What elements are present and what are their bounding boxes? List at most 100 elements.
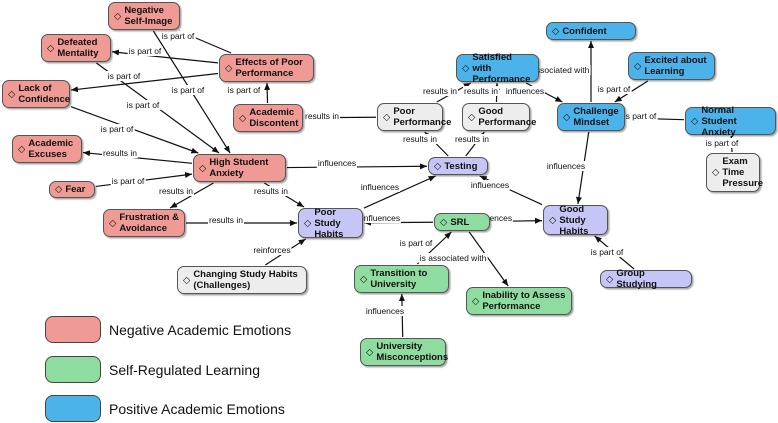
- node-label: Changing Study Habits (Challenges): [193, 269, 298, 291]
- node-label: Inability to Assess Performance: [482, 290, 566, 312]
- node-defeated-mentality[interactable]: ◇Defeated Mentality: [41, 34, 111, 62]
- edge-label-is-part-of: is part of: [704, 138, 740, 148]
- node-testing[interactable]: ◇Testing: [428, 157, 488, 175]
- edge-label-results-in: results in: [462, 86, 500, 96]
- edge-label-results-in: results in: [421, 86, 459, 96]
- diamond-icon: ◇: [239, 112, 247, 124]
- node-high-student-anxiety[interactable]: ◇High Student Anxiety: [193, 154, 286, 182]
- node-label: Academic Discontent: [249, 107, 299, 129]
- legend-label-negative: Negative Academic Emotions: [109, 322, 292, 338]
- edge-label-influences: influences: [316, 158, 358, 168]
- node-label: Confident: [562, 25, 607, 37]
- node-label: Effects of Poor Performance: [235, 57, 303, 79]
- node-label: Poor Performance: [393, 106, 452, 128]
- edge-label-is-associated-with: is associated with: [418, 253, 488, 263]
- edge-label-is-part-of: is part of: [127, 46, 163, 56]
- diamond-icon: ◇: [462, 62, 470, 74]
- diamond-icon: ◇: [199, 162, 207, 174]
- edge-label-influences: influences: [364, 306, 406, 316]
- edge-academic_discontent-to-effects_poor_performance: [264, 82, 271, 104]
- node-academic-excuses[interactable]: ◇Academic Excuses: [12, 135, 82, 163]
- node-challenge-mindset[interactable]: ◇Challenge Mindset: [557, 103, 625, 131]
- diamond-icon: ◇: [472, 295, 480, 307]
- diamond-icon: ◇: [712, 167, 720, 178]
- node-poor-study-habits[interactable]: ◇Poor Study Habits: [298, 206, 363, 240]
- diamond-icon: ◇: [18, 143, 26, 155]
- node-confident[interactable]: ◇Confident: [546, 22, 636, 40]
- node-srl[interactable]: ◇SRL: [434, 213, 490, 231]
- diamond-icon: ◇: [434, 160, 442, 172]
- edge-label-results-in: results in: [207, 215, 245, 225]
- node-frustration-avoidance[interactable]: ◇Frustration & Avoidance: [103, 209, 185, 237]
- edge-poor_study_habits-to-testing: [363, 175, 436, 209]
- node-label: Transition to University: [370, 268, 428, 290]
- legend-swatch-negative: [45, 316, 101, 343]
- edge-srl-to-inability_assess: [468, 231, 509, 287]
- diamond-icon: ◇: [366, 346, 374, 358]
- diamond-icon: ◇: [549, 214, 557, 226]
- edge-label-is-part-of: is part of: [398, 238, 434, 248]
- node-label: Normal Student Anxiety: [701, 104, 737, 138]
- node-label: Excited about Learning: [644, 55, 707, 77]
- edge-label-results-in: results in: [401, 134, 439, 144]
- edge-lack_of_confidence-to-high_student_anxiety: [70, 106, 199, 154]
- node-effects-poor-performance[interactable]: ◇Effects of Poor Performance: [219, 54, 314, 82]
- edge-label-is-part-of: is part of: [106, 71, 142, 81]
- edge-label-results-in: results in: [303, 111, 341, 121]
- node-normal-student-anxiety[interactable]: ◇Normal Student Anxiety: [685, 104, 776, 138]
- node-exam-time-pressure[interactable]: ◇Exam Time Pressure: [706, 153, 763, 192]
- node-group-studying[interactable]: ◇Group Studying: [600, 268, 692, 290]
- edge-label-is-part-of: is part of: [170, 85, 206, 95]
- node-changing-study-habits[interactable]: ◇Changing Study Habits (Challenges): [177, 266, 307, 294]
- node-inability-assess[interactable]: ◇Inability to Assess Performance: [466, 287, 572, 315]
- node-university-misconceptions[interactable]: ◇University Misconceptions: [360, 338, 449, 366]
- diamond-icon: ◇: [606, 273, 614, 285]
- diamond-icon: ◇: [109, 217, 117, 229]
- diamond-icon: ◇: [440, 216, 448, 228]
- legend-swatch-srl: [45, 356, 101, 383]
- diamond-icon: ◇: [55, 184, 63, 195]
- node-label: University Misconceptions: [376, 341, 449, 363]
- node-good-study-habits[interactable]: ◇Good Study Habits: [543, 204, 608, 237]
- node-fear[interactable]: ◇Fear: [49, 181, 95, 198]
- node-transition-university[interactable]: ◇Transition to University: [354, 265, 449, 293]
- diamond-icon: ◇: [552, 25, 560, 37]
- legend-swatch-positive: [45, 395, 101, 422]
- node-label: Defeated Mentality: [57, 37, 99, 59]
- node-label: High Student Anxiety: [209, 157, 269, 179]
- diamond-icon: ◇: [47, 42, 55, 54]
- node-negative-self-image[interactable]: ◇Negative Self-Image: [108, 2, 180, 30]
- edge-label-is-part-of: is part of: [596, 84, 632, 94]
- legend-label-srl: Self-Regulated Learning: [109, 362, 260, 378]
- diamond-icon: ◇: [304, 217, 312, 229]
- edge-effects_poor_performance-to-lack_of_confidence: [70, 72, 219, 93]
- node-label: Frustration & Avoidance: [119, 212, 179, 234]
- node-excited-learning[interactable]: ◇Excited about Learning: [628, 52, 715, 80]
- node-poor-performance[interactable]: ◇Poor Performance: [377, 103, 451, 131]
- node-label: Satisfied with Performance: [472, 51, 531, 85]
- node-label: Good Performance: [478, 106, 537, 128]
- node-label: Testing: [444, 160, 478, 172]
- edge-label-results-in: results in: [453, 134, 491, 144]
- edge-label-is-part-of: is part of: [160, 31, 196, 41]
- edge-label-is-part-of: is part of: [125, 100, 161, 110]
- diamond-icon: ◇: [563, 111, 571, 123]
- node-satisfied-performance[interactable]: ◇Satisfied with Performance: [456, 51, 539, 85]
- diamond-icon: ◇: [360, 273, 368, 285]
- edge-label-results-in: results in: [157, 186, 195, 196]
- node-lack-of-confidence[interactable]: ◇Lack of Confidence: [2, 80, 70, 108]
- node-label: Challenge Mindset: [573, 106, 619, 128]
- edge-label-influences: influences: [472, 213, 514, 223]
- node-label: Poor Study Habits: [314, 206, 344, 240]
- node-label: Negative Self-Image: [124, 5, 173, 27]
- node-label: Academic Excuses: [28, 138, 74, 160]
- edge-label-influences: influences: [359, 182, 401, 192]
- node-academic-discontent[interactable]: ◇Academic Discontent: [233, 104, 303, 132]
- node-good-performance[interactable]: ◇Good Performance: [462, 103, 536, 131]
- node-label: Fear: [65, 184, 86, 195]
- edge-label-reinforces: reinforces: [252, 245, 292, 255]
- diamond-icon: ◇: [634, 60, 642, 72]
- diamond-icon: ◇: [468, 111, 476, 123]
- edge-label-is-associated-with: is associated with: [521, 65, 591, 75]
